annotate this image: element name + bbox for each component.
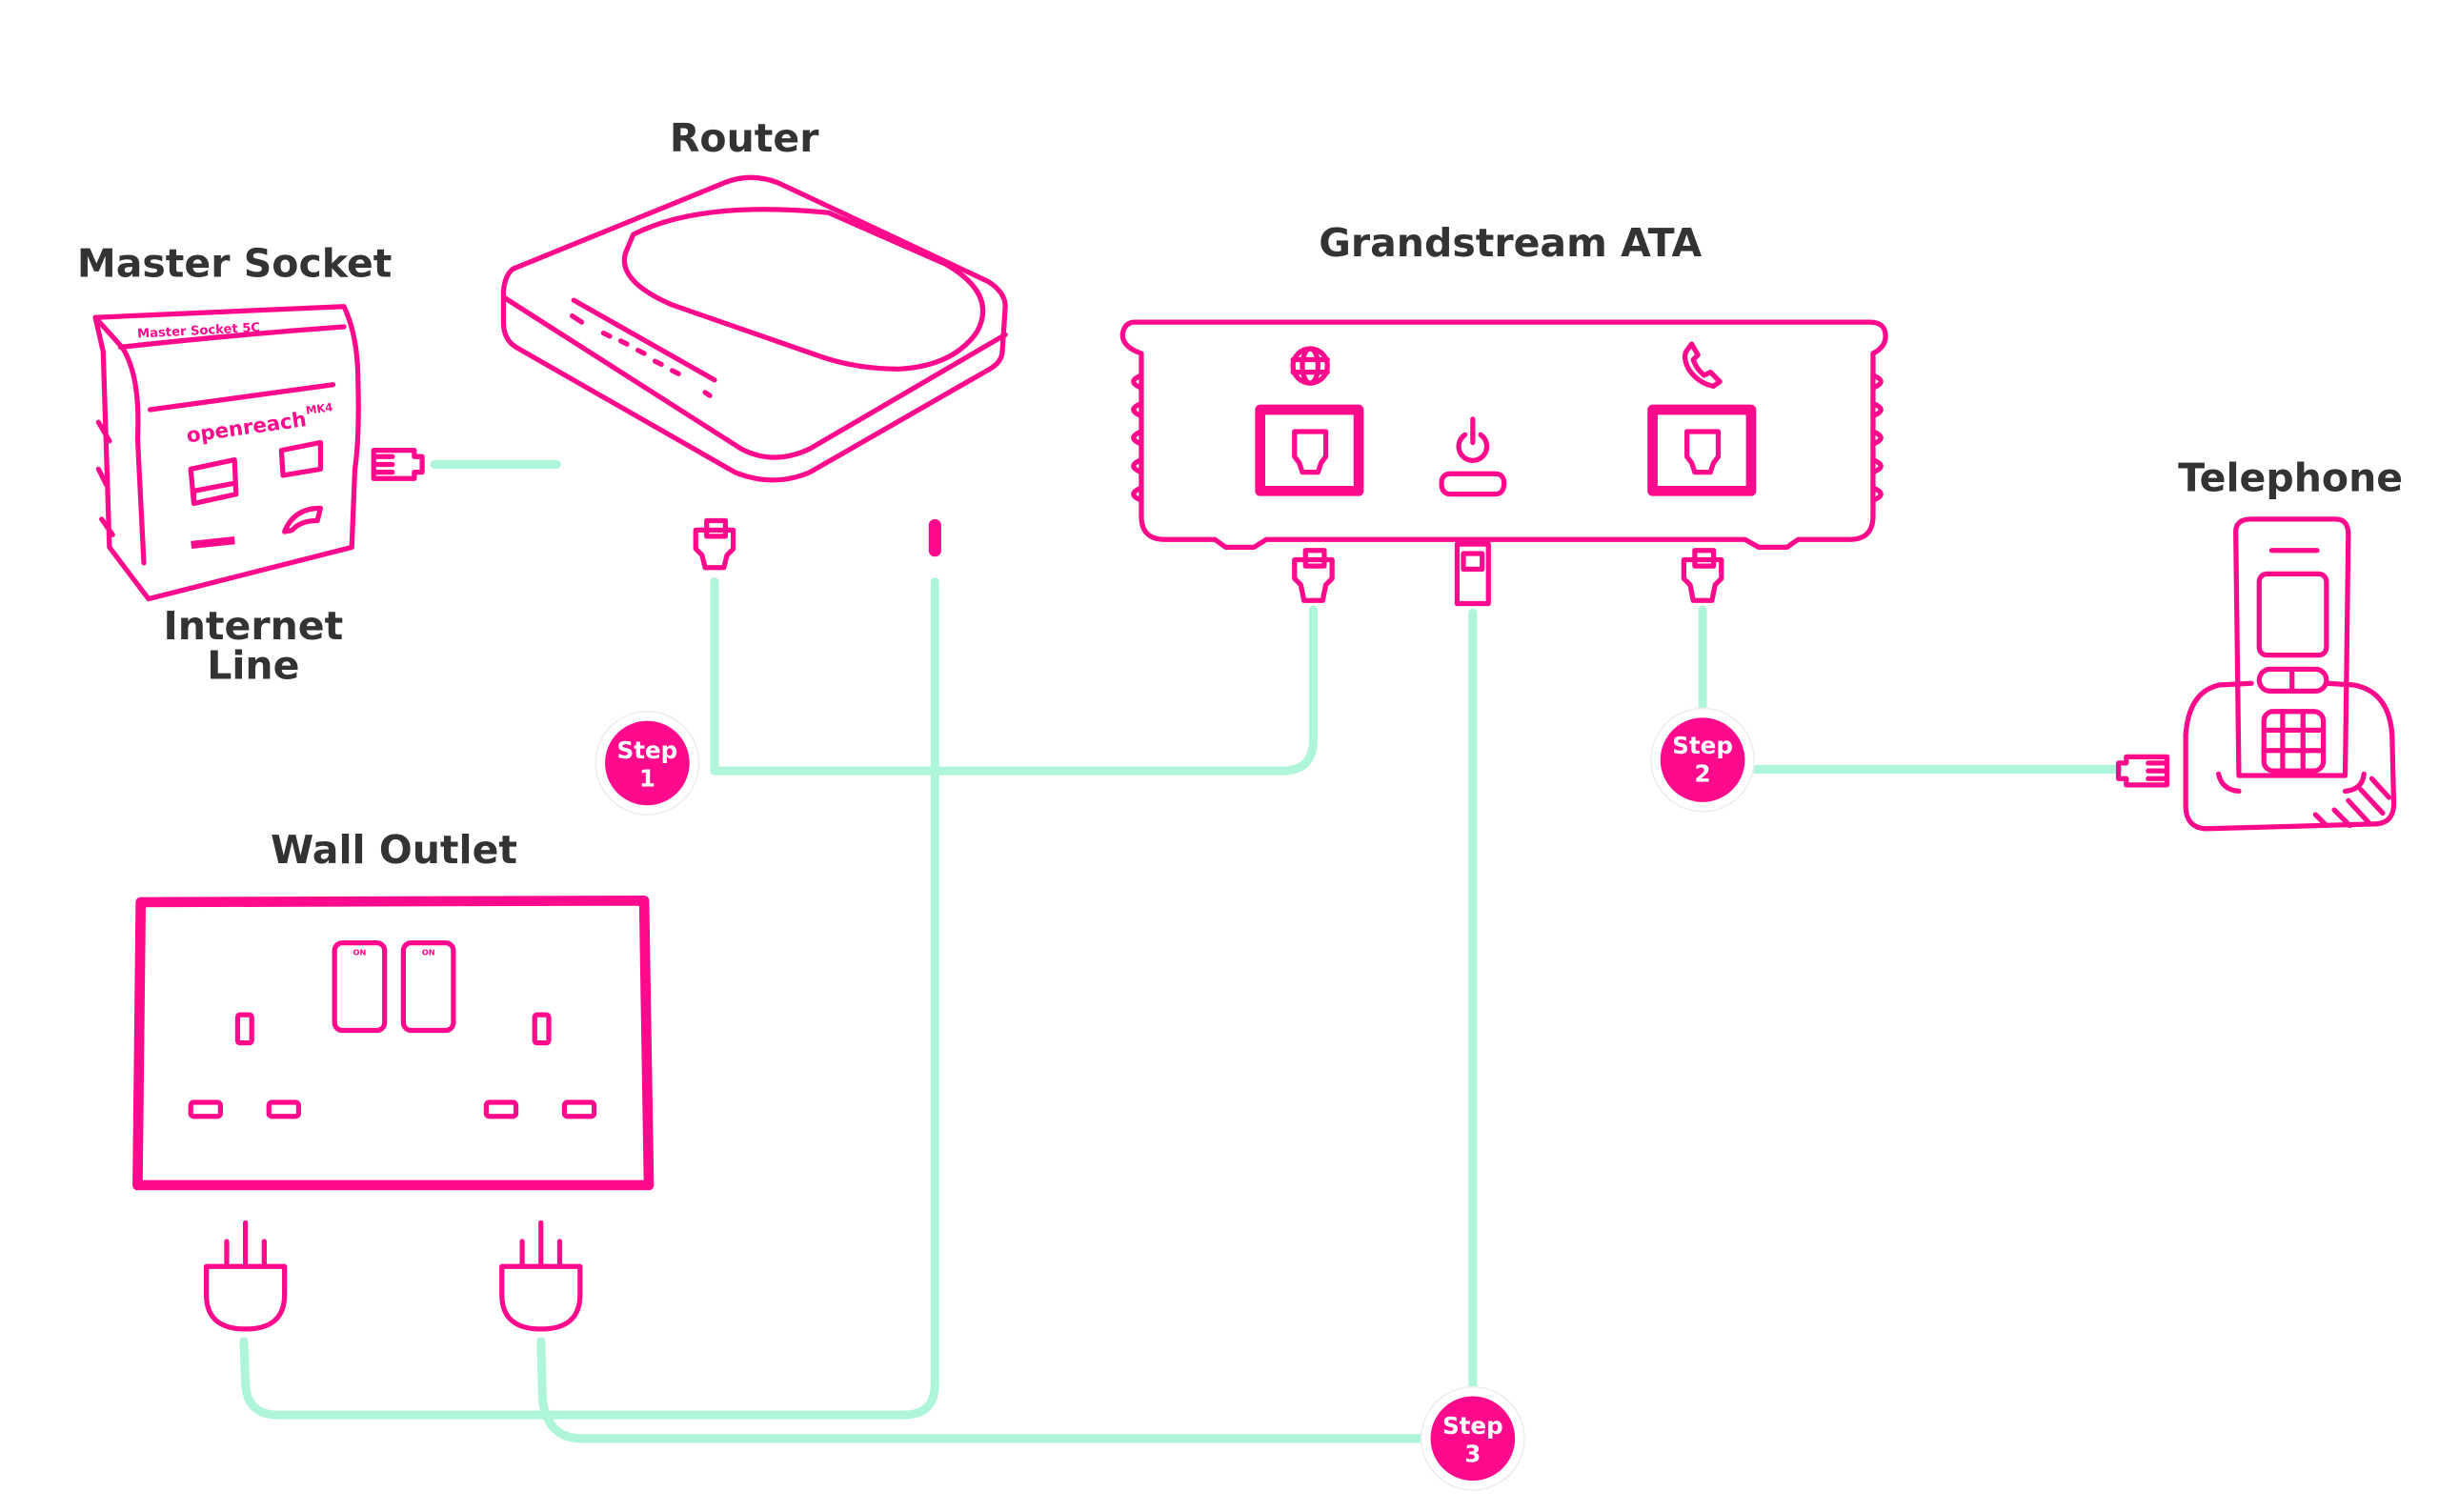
telephone: Telephone	[2115, 454, 2403, 832]
power-plug-left-icon	[203, 1220, 288, 1332]
master-socket-illustration: Master Socket 5C openreach MK4	[92, 304, 361, 602]
cables	[239, 459, 2124, 1443]
router-slot-icon	[191, 536, 235, 550]
router-label: Router	[670, 115, 819, 161]
wall-outlet-illustration: ON ON	[132, 895, 655, 1191]
internet-line-label-1: Internet	[163, 603, 343, 649]
router-lan-plug-icon	[693, 517, 736, 571]
ata-phone-port	[1647, 341, 1757, 496]
switch-on-label-1: ON	[353, 948, 367, 958]
ata-phone-plug-icon	[1681, 548, 1724, 603]
switch-on-label-2: ON	[422, 948, 435, 958]
router-power-plug-icon	[928, 518, 941, 557]
router: Router	[500, 115, 1008, 571]
phone-icon	[1682, 341, 1723, 390]
model-label: MK4	[305, 400, 333, 417]
globe-icon	[1290, 346, 1330, 386]
ata-internet-plug-icon	[1292, 548, 1335, 603]
ata-label: Grandstream ATA	[1319, 220, 1702, 266]
socket-port-icon	[278, 439, 324, 478]
step-2-number: 2	[1695, 760, 1711, 788]
cable-router-power	[239, 577, 939, 1420]
rj-plug-icon	[371, 448, 425, 481]
telephone-label: Telephone	[2178, 454, 2403, 500]
router-illustration	[500, 174, 1008, 483]
socket-port-icon	[188, 456, 239, 507]
power-icon	[1456, 416, 1490, 463]
step-badge-1: Step 1	[595, 710, 700, 816]
master-socket-top-brand: Master Socket 5C	[137, 321, 261, 342]
cable-step1-router-ata	[710, 577, 1318, 776]
phone-handset-icon	[282, 505, 324, 534]
master-socket: Master Socket Master Socket 5C openreach…	[77, 241, 425, 688]
cable-step3-plug	[536, 1337, 1436, 1443]
power-plug-right-icon	[499, 1220, 583, 1332]
step-1-number: 1	[639, 765, 655, 793]
wall-outlet: Wall Outlet ON ON	[132, 827, 655, 1332]
telephone-illustration	[2183, 516, 2397, 832]
grandstream-ata: Grandstream ATA	[1119, 220, 1888, 607]
ata-illustration	[1119, 319, 1888, 551]
ata-power-port	[1439, 416, 1507, 497]
step-badge-2: Step 2	[1650, 707, 1756, 813]
master-socket-label: Master Socket	[77, 241, 392, 287]
ata-internet-port	[1255, 346, 1364, 496]
ata-power-plug-icon	[1454, 541, 1491, 607]
step-2-label: Step	[1672, 732, 1733, 759]
step-3-number: 3	[1464, 1440, 1481, 1467]
openreach-logo: openreach	[185, 408, 308, 448]
step-3-label: Step	[1442, 1412, 1503, 1440]
internet-line-label-2: Line	[207, 642, 299, 688]
telephone-plug-icon	[2115, 754, 2170, 788]
step-badge-3: Step 3	[1420, 1385, 1525, 1491]
wall-outlet-label: Wall Outlet	[271, 827, 517, 873]
step-1-label: Step	[616, 736, 677, 764]
